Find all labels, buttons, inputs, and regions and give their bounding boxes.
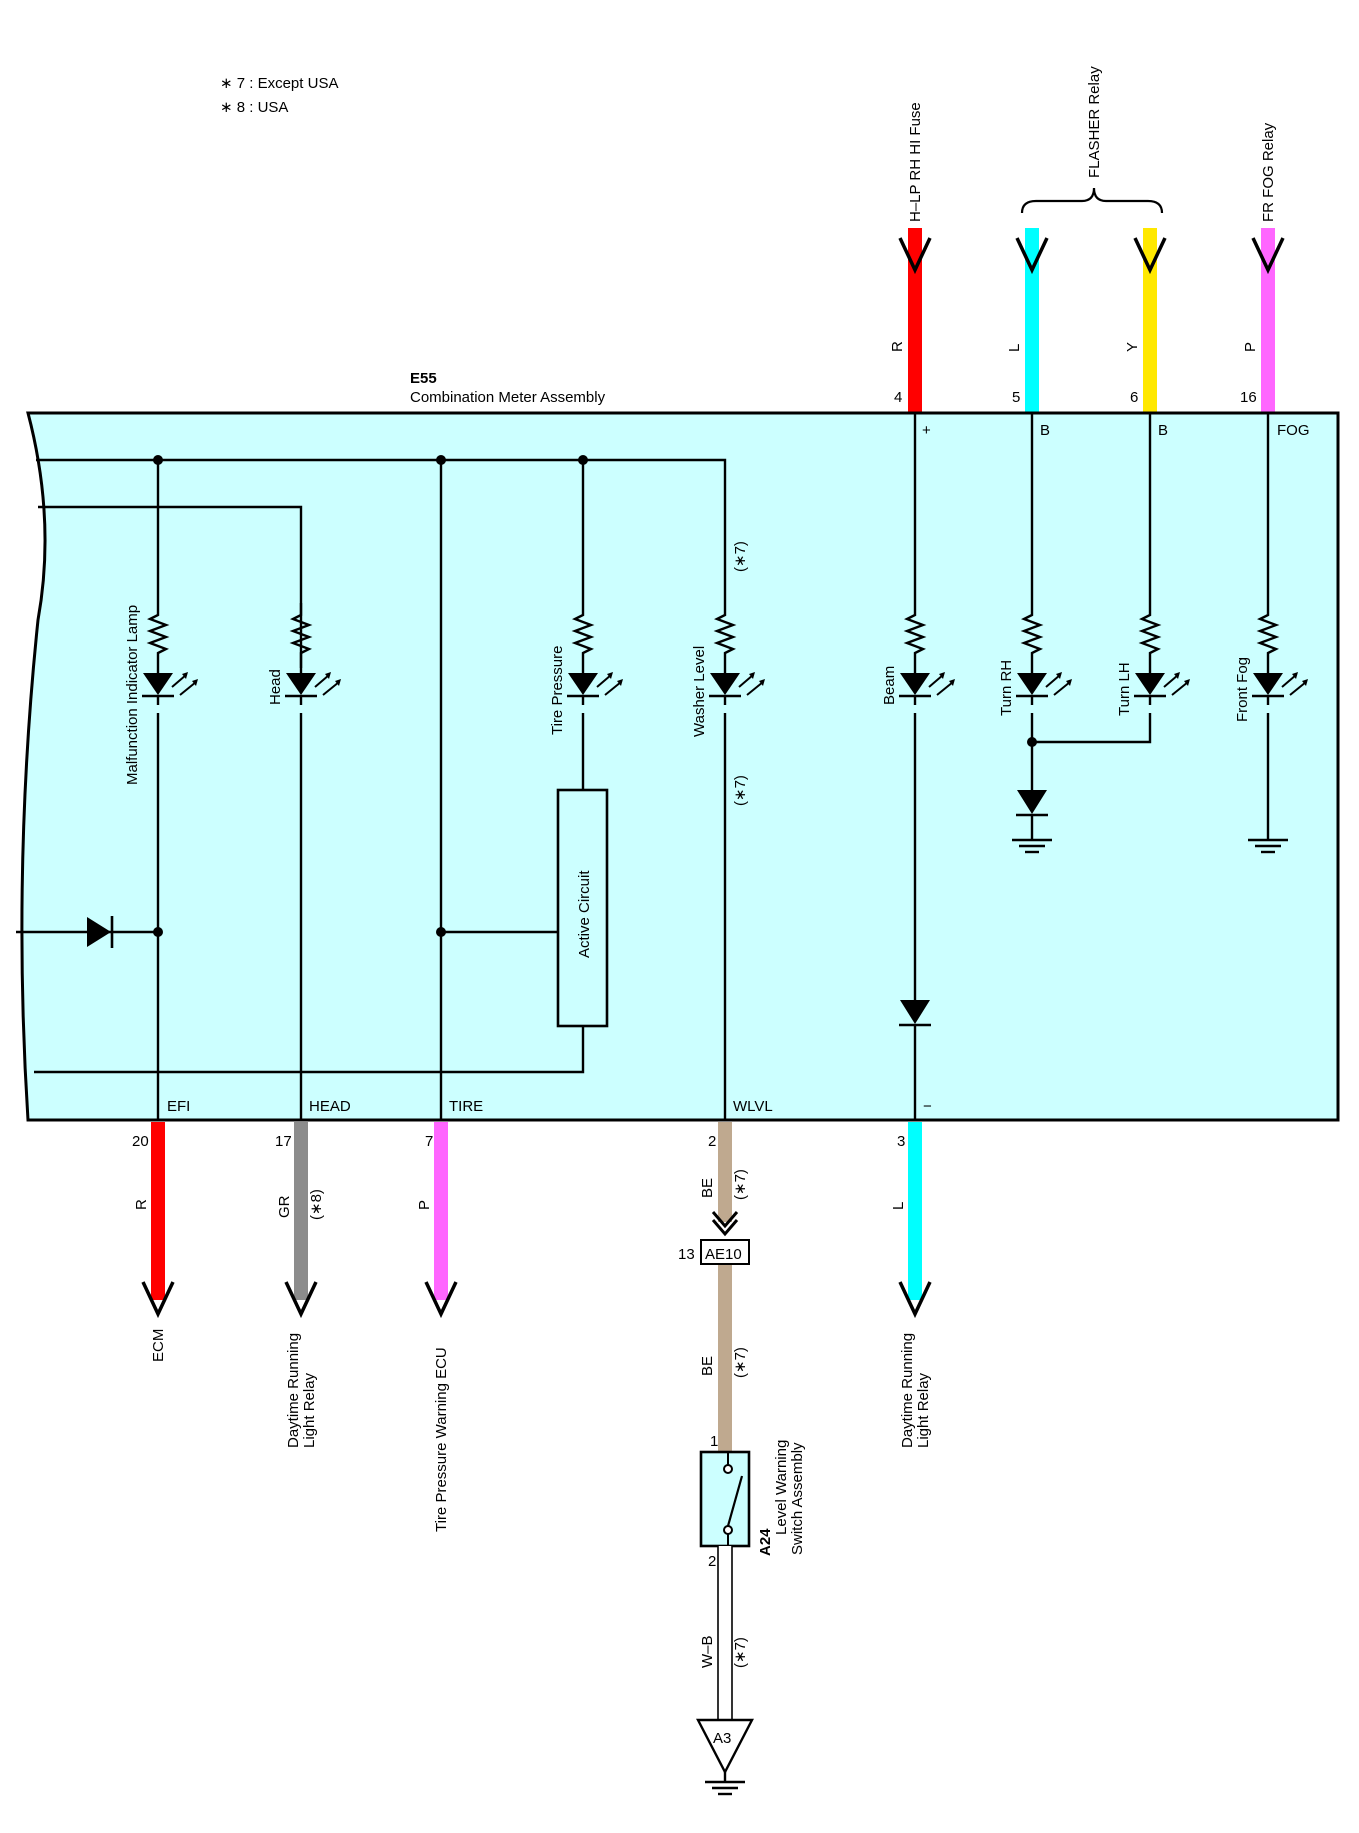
top-pin-4: 4: [894, 389, 902, 406]
label-head: Head: [267, 669, 284, 705]
label-turn-lh: Turn LH: [1116, 662, 1133, 716]
washer-wire2-note: (∗7): [732, 1347, 749, 1378]
bottom-arrow-drl-1: [284, 1281, 318, 1319]
pin-20: 20: [132, 1133, 149, 1150]
top-pin-name-b1: B: [1040, 422, 1050, 439]
top-pin-name-plus: +: [922, 422, 931, 439]
pin-17: 17: [275, 1133, 292, 1150]
connector-chevron: [711, 1211, 739, 1229]
note-usa: ∗ 8 : USA: [220, 99, 288, 116]
top-pin-5: 5: [1012, 389, 1020, 406]
top-pin-16: 16: [1240, 389, 1257, 406]
dest-drl-2-line2: Light Relay: [915, 1372, 932, 1448]
active-circuit-box: [556, 788, 609, 1028]
top-arrow-r: [898, 237, 932, 275]
label-malfunction-lamp: Malfunction Indicator Lamp: [124, 605, 141, 785]
washer-wire3-color: W–B: [699, 1635, 716, 1668]
bottom-wires: [141, 1122, 932, 1319]
bottom-arrow-ecm: [141, 1281, 175, 1319]
top-wire-y-color: Y: [1124, 342, 1141, 352]
pin-name-efi: EFI: [167, 1098, 190, 1115]
switch-name-line2: Switch Assembly: [789, 1442, 806, 1555]
connector-pin: 13: [678, 1246, 695, 1263]
ground-label: A3: [713, 1730, 731, 1747]
label-front-fog: Front Fog: [1234, 657, 1251, 722]
connector-ae10: [700, 1239, 750, 1265]
switch-pin-top: 1: [710, 1433, 718, 1450]
washer-wire2-color: BE: [699, 1356, 716, 1376]
top-wire-r-color: R: [889, 341, 906, 352]
pin-3: 3: [897, 1133, 905, 1150]
combination-meter-box: [20, 411, 1340, 1122]
bottom-wire-gr-note: (∗8): [308, 1189, 325, 1220]
washer-note-top: (∗7): [732, 541, 749, 572]
flasher-brace: [1020, 187, 1164, 214]
top-pin-6: 6: [1130, 389, 1138, 406]
top-wire-p-color: P: [1242, 342, 1259, 352]
meter-name: Combination Meter Assembly: [410, 389, 606, 406]
top-pin-name-fog: FOG: [1277, 422, 1310, 439]
washer-wire3-note: (∗7): [732, 1637, 749, 1668]
ground-point-a3: [696, 1718, 754, 1775]
chain-ground: [703, 1770, 747, 1796]
pin-name-head: HEAD: [309, 1098, 351, 1115]
pin-2: 2: [708, 1133, 716, 1150]
bottom-wire-p-color: P: [416, 1200, 433, 1210]
label-turn-rh: Turn RH: [998, 660, 1015, 716]
dest-drl-2-line1: Daytime Running: [899, 1333, 916, 1448]
bottom-wire-r-color: R: [133, 1199, 150, 1210]
bottom-wire-l-color: L: [890, 1202, 907, 1210]
pin-7: 7: [425, 1133, 433, 1150]
washer-note-mid: (∗7): [732, 775, 749, 806]
top-arrow-y: [1133, 237, 1167, 275]
dest-ecm: ECM: [150, 1329, 167, 1362]
dest-fr-fog-relay: FR FOG Relay: [1260, 122, 1277, 222]
dest-hlp-fuse: H–LP RH HI Fuse: [907, 102, 924, 222]
washer-wire1-note: (∗7): [732, 1169, 749, 1200]
switch-id: A24: [757, 1528, 774, 1556]
top-pin-name-b2: B: [1158, 422, 1168, 439]
input-diode: [87, 916, 114, 948]
junction-dots: [153, 455, 1037, 937]
bottom-wire-gr-color: GR: [276, 1195, 293, 1218]
dest-drl-1-line2: Light Relay: [301, 1372, 318, 1448]
top-wires: [898, 187, 1285, 413]
pin-name-wlvl: WLVL: [733, 1098, 773, 1115]
top-arrow-p: [1251, 237, 1285, 275]
switch-pin-bottom: 2: [708, 1553, 716, 1570]
top-wire-l-color: L: [1006, 344, 1023, 352]
bottom-arrow-tpw: [424, 1281, 458, 1319]
label-beam: Beam: [881, 666, 898, 705]
dest-drl-1-line1: Daytime Running: [285, 1333, 302, 1448]
washer-wire1-color: BE: [699, 1178, 716, 1198]
bottom-arrow-drl-2: [898, 1281, 932, 1319]
washer-chain: [696, 1122, 754, 1796]
active-circuit-label: Active Circuit: [576, 870, 593, 958]
label-washer-level: Washer Level: [691, 646, 708, 737]
pin-name-tire: TIRE: [449, 1098, 483, 1115]
dest-tpw-ecu: Tire Pressure Warning ECU: [433, 1347, 450, 1532]
pin-name-minus: −: [923, 1098, 932, 1115]
note-except-usa: ∗ 7 : Except USA: [220, 75, 338, 92]
label-tire-pressure: Tire Pressure: [549, 646, 566, 735]
connector-label: AE10: [705, 1246, 742, 1263]
switch-name-line1: Level Warning: [773, 1440, 790, 1535]
top-arrow-l: [1015, 237, 1049, 275]
internal-wiring: [16, 413, 1270, 1120]
meter-id: E55: [410, 370, 437, 387]
switch-contact: [726, 1475, 744, 1527]
dest-flasher-relay: FLASHER Relay: [1086, 66, 1103, 178]
